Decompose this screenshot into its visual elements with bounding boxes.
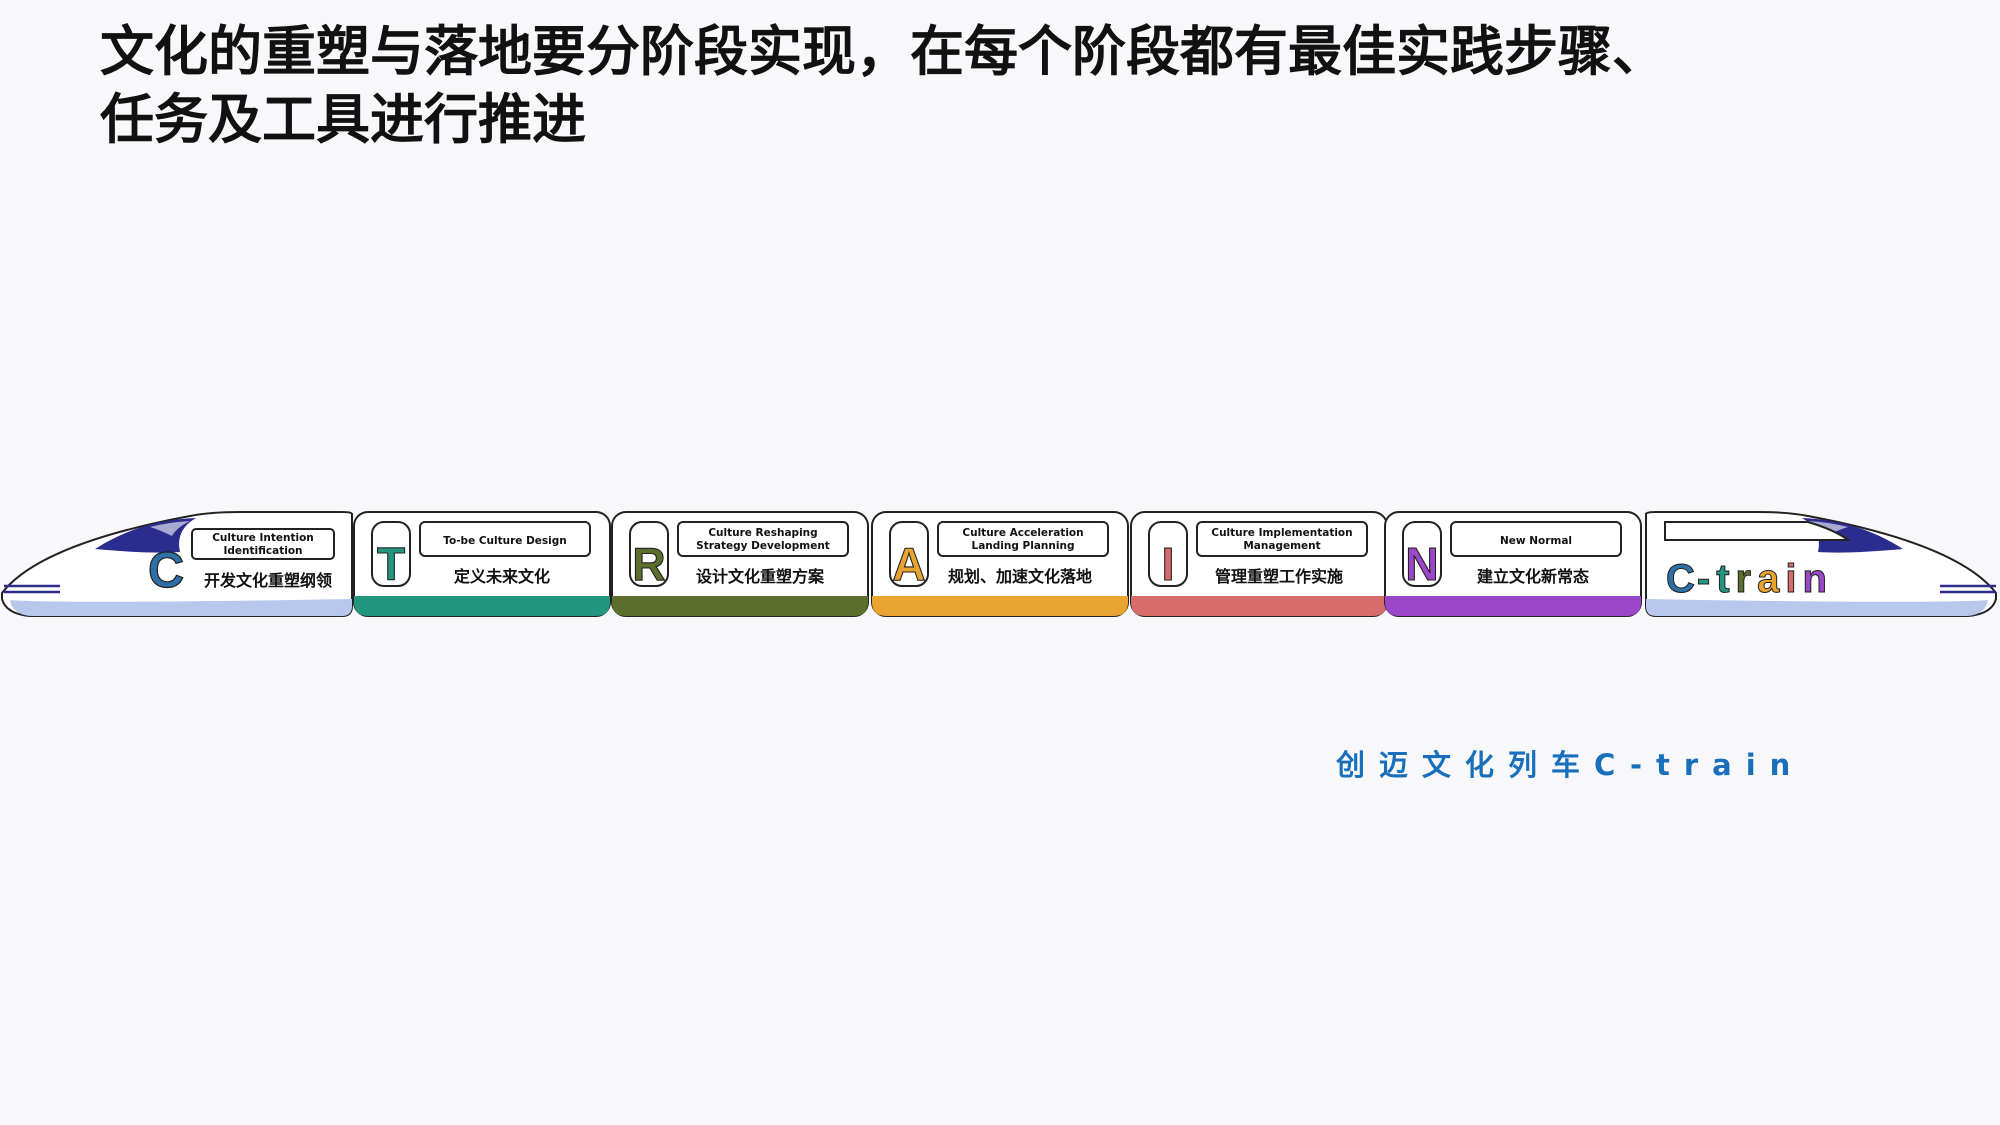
car-color-band <box>872 596 1128 616</box>
tail-stripes <box>1940 584 1996 594</box>
page-title: 文化的重塑与落地要分阶段实现，在每个阶段都有最佳实践步骤、 任务及工具进行推进 <box>100 18 1900 154</box>
head-car-en-line-1: Culture Intention <box>212 532 314 544</box>
car-door <box>1402 521 1442 587</box>
car-en-label-line: Landing Planning <box>972 540 1075 552</box>
car-cn-label: 建立文化新常态 <box>1477 567 1589 586</box>
car-sign <box>1196 521 1368 557</box>
tail-car-skirt <box>1646 599 1988 616</box>
c-train-diagram: C Culture Intention Identification 开发文化重… <box>1 511 1997 617</box>
logo-char: n <box>1803 557 1827 601</box>
car-en-label: New Normal <box>1500 535 1572 547</box>
car-letter: R <box>632 538 665 590</box>
head-car-cn-label: 开发文化重塑纲领 <box>204 571 332 590</box>
head-car-skirt <box>10 599 352 616</box>
tail-side-window <box>1664 521 1851 541</box>
logo-char: r <box>1736 557 1752 601</box>
car-cn-label: 管理重塑工作实施 <box>1215 567 1343 586</box>
car-door <box>371 521 411 587</box>
car-en-label: To-be Culture Design <box>443 535 567 547</box>
car-door <box>629 521 669 587</box>
train-middle-cars: T To-be Culture Design 定义未来文化 R Culture Resh… <box>353 511 1642 617</box>
car-letter: N <box>1405 538 1438 590</box>
car-en-label-line: Culture Reshaping <box>708 527 817 539</box>
car-door <box>889 521 929 587</box>
car-en-label-line: Strategy Development <box>696 540 830 552</box>
car-cn-label: 设计文化重塑方案 <box>696 567 825 586</box>
car-sign <box>419 521 591 557</box>
page-title-line-2: 任务及工具进行推进 <box>100 88 586 151</box>
logo-char: t <box>1716 557 1729 601</box>
car-sign <box>1450 521 1622 557</box>
car-color-band <box>1385 596 1641 616</box>
car-sign <box>937 521 1109 557</box>
head-windshield-glare <box>150 521 190 536</box>
logo-char: C <box>1666 557 1695 601</box>
caption-c-train: 创迈文化列车C-train <box>1336 748 1805 782</box>
car-color-band <box>1131 596 1387 616</box>
logo-char: i <box>1785 557 1796 601</box>
car-door <box>1148 521 1188 587</box>
head-car-en-line-2: Identification <box>223 545 302 557</box>
head-car-sign <box>191 528 335 560</box>
car-en-label-line: Management <box>1243 540 1320 552</box>
car-letter: T <box>377 538 405 590</box>
car-letter: A <box>892 538 925 590</box>
logo-char: - <box>1697 557 1710 601</box>
logo-char: a <box>1757 557 1780 601</box>
head-stripes <box>4 584 60 594</box>
train-head-car: C Culture Intention Identification 开发文化重… <box>1 511 353 617</box>
train-car-n: N New Normal 建立文化新常态 <box>1384 511 1642 617</box>
car-cn-label: 定义未来文化 <box>453 567 550 586</box>
car-sign <box>677 521 849 557</box>
car-en-label-line: Culture Acceleration <box>962 527 1083 539</box>
train-car-t: T To-be Culture Design 定义未来文化 <box>353 511 611 617</box>
car-color-band <box>612 596 868 616</box>
car-cn-label: 规划、加速文化落地 <box>948 567 1092 586</box>
car-en-label-line: Culture Implementation <box>1211 527 1352 539</box>
page-title-line-1: 文化的重塑与落地要分阶段实现，在每个阶段都有最佳实践步骤、 <box>100 20 1666 83</box>
car-letter: I <box>1162 538 1175 590</box>
head-car-letter: C <box>148 542 184 598</box>
car-color-band <box>354 596 610 616</box>
